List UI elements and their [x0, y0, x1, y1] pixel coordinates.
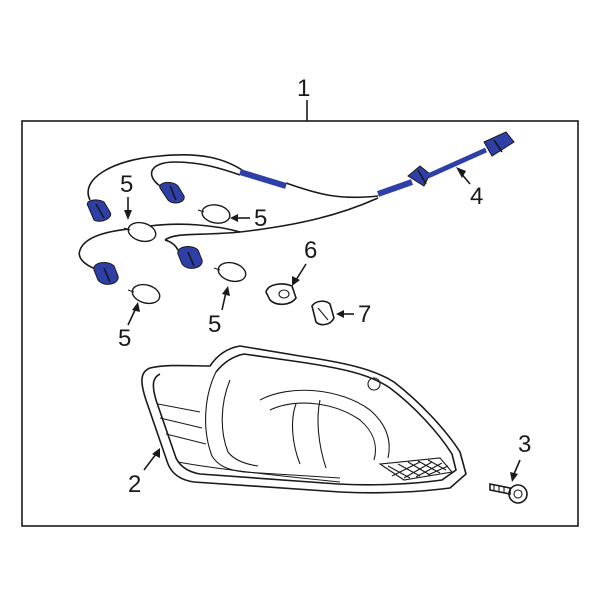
socket-upper-left: [86, 199, 112, 222]
callout-5-top-left: 5: [120, 171, 133, 198]
callout-3: 3: [518, 431, 531, 458]
bulb-bottom-right: [213, 261, 247, 283]
callout-5-bottom-right: 5: [208, 311, 221, 338]
socket-cover: [265, 283, 297, 306]
callout-2: 2: [128, 471, 141, 498]
callout-1: 1: [297, 75, 310, 102]
callout-4: 4: [470, 183, 483, 210]
bulb-bottom-left: [127, 283, 161, 305]
bulb-top-right: [197, 204, 231, 224]
callout-5-top-right: 5: [254, 205, 267, 232]
callout-5-bottom-left: 5: [118, 325, 131, 352]
bulb-top-left: [123, 221, 157, 243]
diagram-frame: [21, 120, 579, 527]
callout-6: 6: [304, 237, 317, 264]
arrow-4: [456, 167, 466, 178]
reflector-grid: [378, 457, 454, 481]
screw: [489, 483, 528, 504]
clip: [311, 300, 335, 326]
wiring-harness: [78, 131, 515, 285]
socket-lower-left: [93, 262, 119, 285]
socket-lower-mid: [177, 246, 203, 269]
socket-upper-mid: [159, 181, 185, 204]
tail-lamp-housing: [141, 345, 467, 494]
callout-7: 7: [358, 301, 371, 328]
